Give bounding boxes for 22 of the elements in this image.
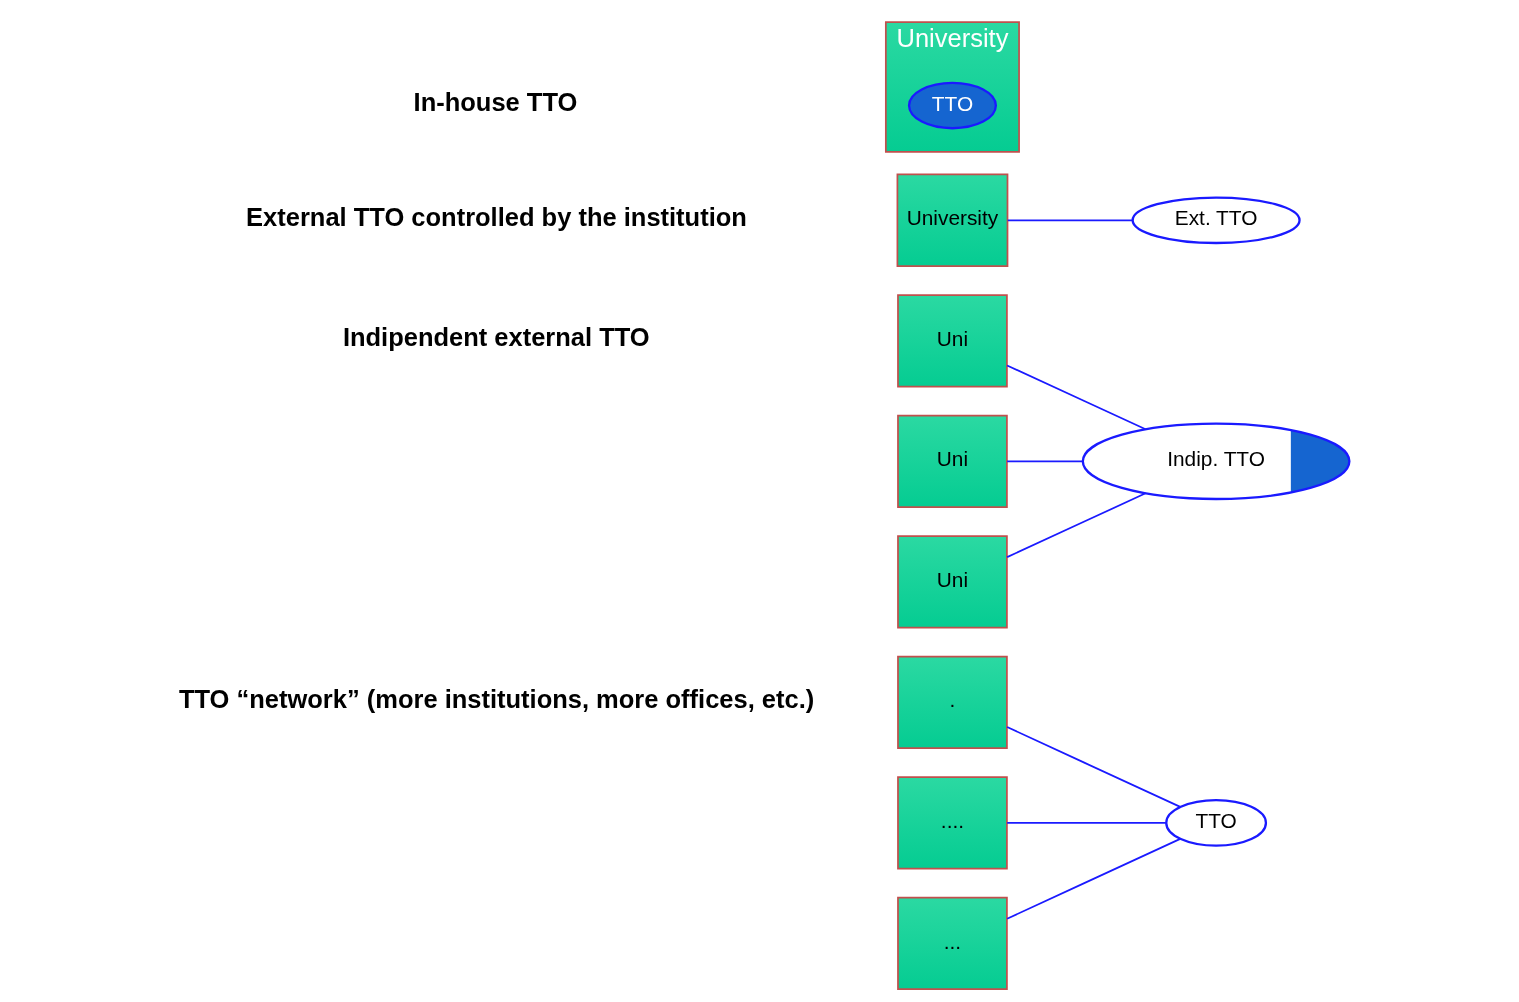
label: Indipendent external TTO xyxy=(342,323,650,352)
node-box: . xyxy=(897,655,1008,749)
connector xyxy=(1006,460,1084,463)
node-ellipse: Ext. TTO xyxy=(1131,196,1301,245)
label: TTO “network” (more institutions, more offices, etc.) xyxy=(178,684,815,713)
connector xyxy=(1006,838,1182,920)
node-ellipse: Indip. TTO xyxy=(1081,422,1351,501)
connector xyxy=(1006,219,1134,222)
connector xyxy=(1006,822,1167,824)
connector xyxy=(1006,364,1147,431)
node-box: Uni xyxy=(897,535,1008,629)
node-ellipse: TTO xyxy=(907,81,997,130)
node-box: .... xyxy=(897,776,1008,870)
node-box: Uni xyxy=(897,414,1008,508)
node-box: Uni xyxy=(897,294,1008,388)
label: In-house TTO xyxy=(413,87,578,116)
node-box: ... xyxy=(897,896,1008,991)
connector xyxy=(1006,726,1182,808)
label: External TTO controlled by the institution xyxy=(246,202,747,231)
node-box: University xyxy=(896,173,1009,267)
node-ellipse: TTO xyxy=(1165,799,1268,847)
connector xyxy=(1006,492,1147,558)
